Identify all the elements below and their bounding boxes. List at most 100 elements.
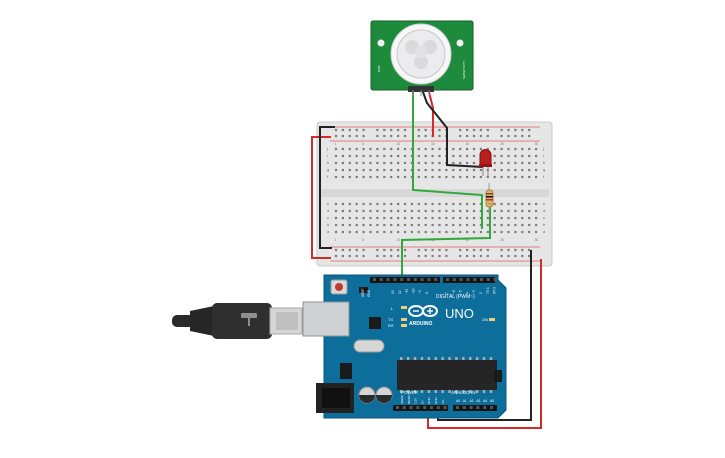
header-pin[interactable] [436, 406, 440, 409]
breadboard-rail-hole[interactable] [438, 128, 441, 132]
breadboard-hole[interactable] [507, 230, 510, 234]
breadboard-rail-hole[interactable] [528, 254, 531, 258]
breadboard-hole[interactable] [383, 147, 386, 151]
breadboard-hole[interactable] [431, 175, 434, 179]
header-pin[interactable] [393, 278, 397, 281]
wire-green-pir-out[interactable] [412, 92, 483, 229]
header-pin[interactable] [434, 278, 438, 281]
header-pin[interactable] [427, 278, 431, 281]
breadboard-hole[interactable] [459, 168, 462, 172]
breadboard-hole[interactable] [500, 230, 503, 234]
breadboard-hole[interactable] [376, 209, 379, 213]
led-icon[interactable] [479, 149, 492, 176]
breadboard-hole[interactable] [493, 147, 496, 151]
header-pin[interactable] [466, 278, 470, 281]
breadboard-hole[interactable] [514, 230, 517, 234]
breadboard-hole[interactable] [355, 209, 358, 213]
power-header[interactable] [393, 405, 448, 411]
breadboard-hole[interactable] [390, 216, 393, 220]
breadboard-hole[interactable] [355, 168, 358, 172]
breadboard-hole[interactable] [445, 230, 448, 234]
breadboard-hole[interactable] [341, 161, 344, 165]
breadboard-hole[interactable] [500, 161, 503, 165]
breadboard-hole[interactable] [479, 230, 482, 234]
breadboard-rail-hole[interactable] [403, 128, 407, 132]
breadboard-rail-hole[interactable] [390, 134, 393, 138]
wire-black-left-rail[interactable] [319, 126, 335, 249]
breadboard-hole[interactable] [362, 230, 365, 234]
header-pin[interactable] [480, 278, 483, 281]
breadboard-hole[interactable] [369, 223, 372, 227]
breadboard-hole[interactable] [472, 230, 476, 234]
breadboard-hole[interactable] [369, 230, 372, 234]
breadboard-hole[interactable] [410, 175, 413, 179]
breadboard-rail-hole[interactable] [500, 134, 503, 138]
breadboard-hole[interactable] [479, 223, 482, 227]
breadboard-rail-hole[interactable] [397, 248, 400, 252]
breadboard-rail-hole[interactable] [438, 134, 441, 138]
breadboard-hole[interactable] [514, 216, 517, 220]
wire-red-5v-arduino[interactable] [427, 259, 542, 429]
breadboard-hole[interactable] [334, 175, 338, 179]
breadboard-hole[interactable] [438, 168, 441, 172]
header-pin[interactable] [459, 278, 463, 281]
breadboard-rail-hole[interactable] [472, 134, 476, 138]
breadboard-hole[interactable] [362, 147, 365, 151]
breadboard-hole[interactable] [479, 175, 482, 179]
breadboard-rail-hole[interactable] [500, 248, 503, 252]
breadboard-rail-hole[interactable] [362, 254, 365, 258]
breadboard-hole[interactable] [376, 202, 379, 206]
breadboard-hole[interactable] [479, 147, 482, 151]
breadboard-hole[interactable] [424, 223, 427, 227]
breadboard-hole[interactable] [376, 175, 379, 179]
breadboard-hole[interactable] [417, 230, 420, 234]
breadboard-hole[interactable] [514, 168, 517, 172]
breadboard-rail-hole[interactable] [334, 128, 338, 132]
breadboard-hole[interactable] [466, 230, 469, 234]
wire-black-pir-gnd[interactable] [422, 91, 484, 168]
header-pin[interactable] [416, 406, 420, 409]
breadboard-hole[interactable] [535, 223, 538, 227]
breadboard-hole[interactable] [528, 223, 531, 227]
breadboard-hole[interactable] [417, 216, 420, 220]
breadboard-hole[interactable] [514, 147, 517, 151]
breadboard-rail-hole[interactable] [341, 134, 344, 138]
breadboard-hole[interactable] [493, 202, 496, 206]
breadboard-hole[interactable] [466, 223, 469, 227]
breadboard-hole[interactable] [369, 202, 372, 206]
breadboard-hole[interactable] [452, 175, 455, 179]
breadboard-hole[interactable] [466, 175, 469, 179]
breadboard-hole[interactable] [486, 223, 489, 227]
breadboard-hole[interactable] [528, 147, 531, 151]
wire-red-pir-vcc[interactable] [428, 91, 434, 137]
breadboard-hole[interactable] [341, 154, 344, 158]
breadboard-rail-hole[interactable] [459, 134, 462, 138]
breadboard-hole[interactable] [341, 168, 344, 172]
breadboard-rail-hole[interactable] [507, 254, 510, 258]
breadboard-rail-hole[interactable] [459, 128, 462, 132]
breadboard-hole[interactable] [348, 209, 351, 213]
breadboard-rail-hole[interactable] [521, 248, 524, 252]
breadboard-rail-hole[interactable] [431, 248, 434, 252]
breadboard-hole[interactable] [528, 154, 531, 158]
breadboard-rail-hole[interactable] [383, 248, 386, 252]
breadboard-hole[interactable] [521, 161, 524, 165]
breadboard-hole[interactable] [493, 175, 496, 179]
breadboard-hole[interactable] [334, 202, 338, 206]
pir-sensor-icon[interactable]: GND SENSITIVITY [370, 20, 474, 96]
breadboard-hole[interactable] [397, 161, 400, 165]
breadboard-rail-hole[interactable] [341, 128, 344, 132]
breadboard-rail-hole[interactable] [362, 128, 365, 132]
breadboard-hole[interactable] [431, 168, 434, 172]
breadboard-hole[interactable] [397, 154, 400, 158]
breadboard-rail-hole[interactable] [445, 254, 448, 258]
breadboard-hole[interactable] [397, 175, 400, 179]
breadboard-rail-hole[interactable] [466, 128, 469, 132]
breadboard-hole[interactable] [521, 223, 524, 227]
breadboard-rail-hole[interactable] [521, 134, 524, 138]
breadboard-rail-hole[interactable] [424, 254, 427, 258]
breadboard-rail-hole[interactable] [431, 254, 434, 258]
breadboard-hole[interactable] [493, 216, 496, 220]
breadboard-hole[interactable] [397, 216, 400, 220]
breadboard-rail-hole[interactable] [472, 128, 476, 132]
